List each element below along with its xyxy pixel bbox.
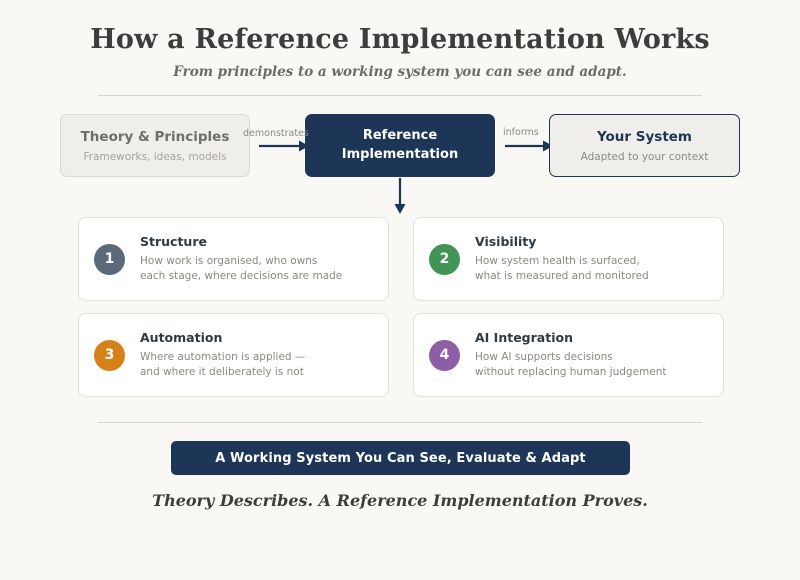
footer-tagline: Theory Describes. A Reference Implementa…	[152, 491, 648, 510]
divider-bottom	[98, 422, 702, 423]
your-system-subtitle: Adapted to your context	[580, 150, 709, 163]
reference-title-line1: Reference	[362, 127, 438, 143]
card-badge-3: 3	[94, 339, 125, 371]
card-automation[interactable]: 3 Automation Where automation is applied…	[78, 313, 389, 397]
arrow-label-informs: informs	[503, 127, 539, 138]
flow-box-theory-principles[interactable]: Theory & Principles Frameworks, ideas, m…	[60, 114, 250, 177]
page-subtitle: From principles to a working system you …	[173, 64, 627, 81]
card-title-2: Visibility	[475, 233, 537, 249]
reference-title-line2: Implementation	[341, 146, 459, 162]
page-title: How a Reference Implementation Works	[90, 24, 710, 55]
arrow-down-icon	[393, 178, 407, 214]
page-header: How a Reference Implementation Works Fro…	[0, 0, 800, 80]
card-description-4: How AI supports decisions without replac…	[475, 350, 667, 378]
arrow-right-informs-icon	[505, 139, 553, 153]
card-badge-1: 1	[94, 243, 125, 275]
outcome-banner[interactable]: A Working System You Can See, Evaluate &…	[171, 441, 630, 475]
divider-top	[98, 95, 702, 96]
theory-subtitle: Frameworks, ideas, models	[83, 150, 227, 163]
your-system-title: Your System	[596, 128, 692, 145]
card-title-1: Structure	[140, 233, 207, 249]
theory-title: Theory & Principles	[80, 128, 230, 145]
flow-box-reference-implementation[interactable]: Reference Implementation	[305, 114, 495, 177]
card-title-3: Automation	[140, 329, 223, 345]
card-badge-2: 2	[429, 243, 460, 275]
arrow-right-demonstrates-icon	[259, 139, 309, 153]
card-visibility[interactable]: 2 Visibility How system health is surfac…	[413, 217, 724, 301]
card-description-3: Where automation is applied — and where …	[140, 350, 306, 378]
card-description-2: How system health is surfaced, what is m…	[475, 254, 649, 282]
card-structure[interactable]: 1 Structure How work is organised, who o…	[78, 217, 389, 301]
card-badge-4: 4	[429, 339, 460, 371]
flow-box-your-system[interactable]: Your System Adapted to your context	[549, 114, 740, 177]
flow-diagram: Theory & Principles Frameworks, ideas, m…	[0, 114, 800, 178]
card-ai-integration[interactable]: 4 AI Integration How AI supports decisio…	[413, 313, 724, 397]
card-description-1: How work is organised, who owns each sta…	[140, 254, 343, 282]
arrow-label-demonstrates: demonstrates	[243, 128, 309, 139]
card-title-4: AI Integration	[475, 329, 573, 345]
